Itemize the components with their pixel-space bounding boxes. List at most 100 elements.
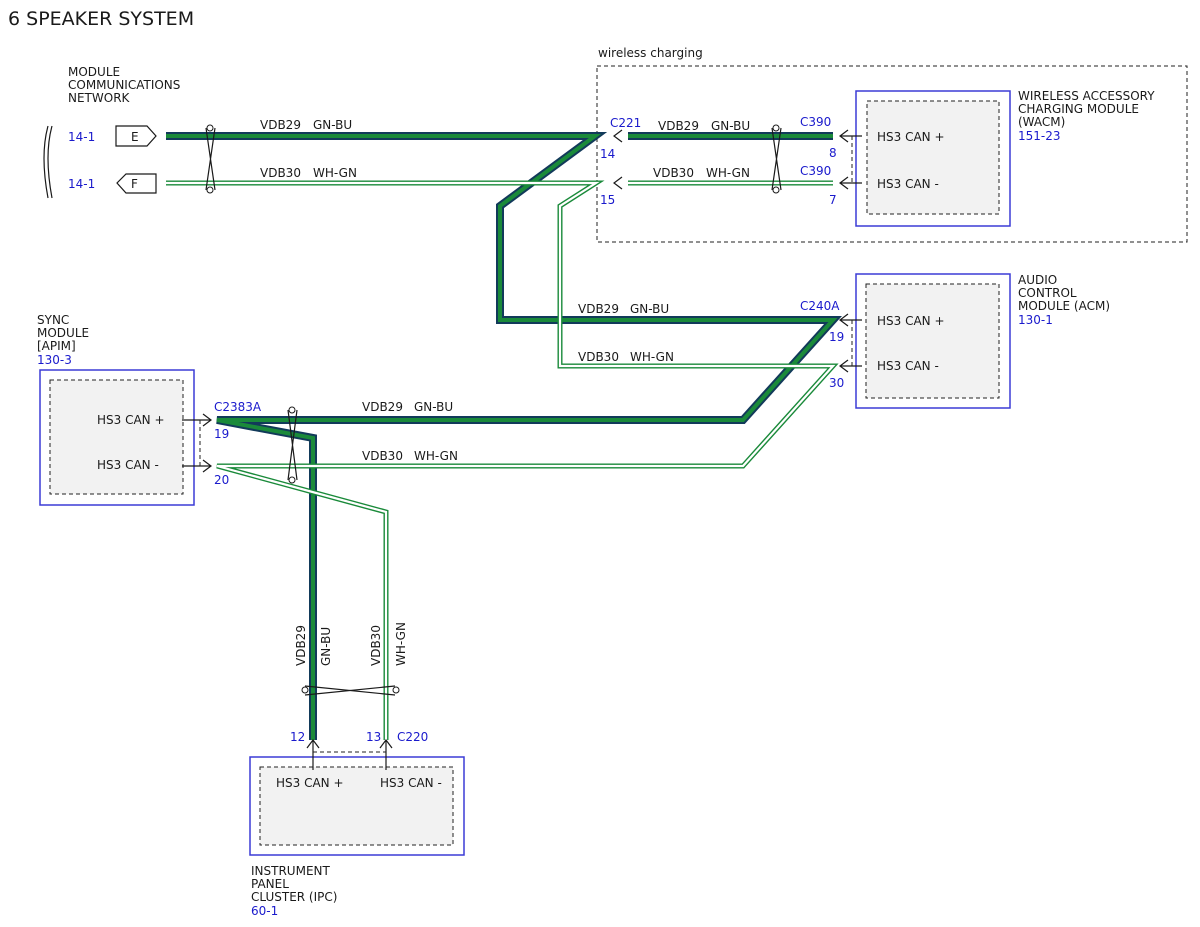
twist-sync — [287, 409, 298, 481]
wire-label-gnbu-4: GN-BU — [414, 400, 453, 414]
wacm-arrow-plus — [839, 129, 862, 143]
wire-label-whgn-4: WH-GN — [414, 449, 458, 463]
acm-label-2: CONTROL — [1018, 286, 1077, 300]
ipc-pin-num-12: 12 — [290, 730, 305, 744]
wacm-connector-b[interactable]: C390 — [800, 164, 831, 178]
acm-arrow-plus — [839, 313, 862, 327]
mcn-ref-f[interactable]: 14-1 — [68, 177, 95, 191]
wacm-label-3: (WACM) — [1018, 115, 1065, 129]
wacm-label-1: WIRELESS ACCESSORY — [1018, 89, 1155, 103]
sync-pin-minus: HS3 CAN - — [97, 458, 159, 472]
twist-sync-top — [288, 406, 296, 414]
twist-mcn-top — [206, 124, 214, 132]
wire-label-whgn-3: WH-GN — [630, 350, 674, 364]
wire-label-gnbu-5: GN-BU — [319, 627, 333, 666]
wire-label-vdb30-4: VDB30 — [362, 449, 403, 463]
ipc-pin-num-13: 13 — [366, 730, 381, 744]
wire-vdb29-core — [166, 134, 838, 740]
wacm-label-2: CHARGING MODULE — [1018, 102, 1139, 116]
twist-wacm-top — [772, 124, 780, 132]
wire-label-gnbu-1: GN-BU — [313, 118, 352, 132]
acm-module-box — [855, 273, 1011, 409]
wacm-module-box — [855, 90, 1011, 227]
twist-ipc-left — [301, 686, 309, 694]
acm-arrow-minus — [839, 359, 862, 373]
ipc-label-1: INSTRUMENT — [251, 864, 330, 878]
acm-connector[interactable]: C240A — [800, 299, 840, 313]
sync-module-box — [39, 369, 195, 506]
twist-mcn-bot — [206, 186, 214, 194]
wire-label-whgn-5: WH-GN — [394, 622, 408, 666]
acm-label-1: AUDIO — [1018, 273, 1057, 287]
wireless-charging-label: wireless charging — [598, 46, 703, 60]
ipc-arrow-minus — [379, 739, 393, 770]
acm-label-3: MODULE (ACM) — [1018, 299, 1110, 313]
ipc-label-3: CLUSTER (IPC) — [251, 890, 337, 904]
twist-ipc — [304, 685, 396, 696]
wireless-charging-region — [596, 65, 1188, 243]
ipc-pin-plus: HS3 CAN + — [276, 776, 344, 790]
acm-inner-box — [865, 283, 1000, 399]
pin-f-label: F — [131, 177, 138, 191]
wire-label-vdb30-3: VDB30 — [578, 350, 619, 364]
mcn-ref-e[interactable]: 14-1 — [68, 130, 95, 144]
wacm-pin-num-7: 7 — [829, 193, 837, 207]
wacm-ref[interactable]: 151-23 — [1018, 129, 1061, 143]
wacm-pin-minus: HS3 CAN - — [877, 177, 939, 191]
sync-arrow-plus — [182, 413, 212, 427]
sync-label-1: SYNC — [37, 313, 69, 327]
diagram-title: 6 SPEAKER SYSTEM — [8, 8, 194, 30]
wire-label-vdb30-2: VDB30 — [653, 166, 694, 180]
wire-label-vdb30-1: VDB30 — [260, 166, 301, 180]
mcn-label-3: NETWORK — [68, 91, 131, 105]
acm-ref[interactable]: 130-1 — [1018, 313, 1053, 327]
wire-label-vdb29-3: VDB29 — [578, 302, 619, 316]
sync-pin-plus: HS3 CAN + — [97, 413, 165, 427]
twist-sync-bot — [288, 476, 296, 484]
mcn-brace — [47, 125, 53, 199]
wire-label-vdb30-5: VDB30 — [369, 625, 383, 666]
twist-ipc-right — [392, 686, 400, 694]
wire-vdb30-core — [166, 181, 836, 740]
wacm-connector-a[interactable]: C390 — [800, 115, 831, 129]
wire-label-whgn-1: WH-GN — [313, 166, 357, 180]
wacm-arrow-minus — [839, 176, 862, 190]
sync-pin-num-20: 20 — [214, 473, 229, 487]
sync-connector[interactable]: C2383A — [214, 400, 262, 414]
c221-pin-15: 15 — [600, 193, 615, 207]
wacm-pin-plus: HS3 CAN + — [877, 130, 945, 144]
ipc-pin-minus: HS3 CAN - — [380, 776, 442, 790]
c221-label[interactable]: C221 — [610, 116, 641, 130]
wire-label-vdb29-4: VDB29 — [362, 400, 403, 414]
wire-label-gnbu-3: GN-BU — [630, 302, 669, 316]
ipc-ref[interactable]: 60-1 — [251, 904, 278, 918]
ipc-connector[interactable]: C220 — [397, 730, 428, 744]
mcn-brace-2 — [43, 125, 49, 199]
c221-pin-14: 14 — [600, 147, 615, 161]
wire-gnbu-group — [166, 132, 842, 740]
ipc-label-2: PANEL — [251, 877, 289, 891]
acm-pin-num-30: 30 — [829, 376, 844, 390]
sync-inner-box — [49, 379, 184, 495]
c221-arrow-15 — [613, 176, 623, 190]
pin-f-flag — [116, 173, 157, 194]
wire-whgn-group — [166, 180, 839, 740]
wire-label-gnbu-2: GN-BU — [711, 119, 750, 133]
pin-e-label: E — [131, 130, 139, 144]
acm-pin-minus: HS3 CAN - — [877, 359, 939, 373]
ipc-arrow-plus — [306, 739, 320, 770]
wire-label-vdb29-1: VDB29 — [260, 118, 301, 132]
sync-arrow-minus — [182, 459, 212, 473]
wire-label-vdb29-2: VDB29 — [658, 119, 699, 133]
wacm-inner-box — [866, 100, 1000, 215]
sync-ref[interactable]: 130-3 — [37, 353, 72, 367]
twist-mcn — [205, 127, 216, 191]
c221-arrow-14 — [613, 129, 623, 143]
twist-wacm — [771, 127, 782, 191]
ipc-inner-box — [259, 766, 454, 846]
wire-label-whgn-2: WH-GN — [706, 166, 750, 180]
mcn-label-2: COMMUNICATIONS — [68, 78, 180, 92]
sync-pin-num-19: 19 — [214, 427, 229, 441]
